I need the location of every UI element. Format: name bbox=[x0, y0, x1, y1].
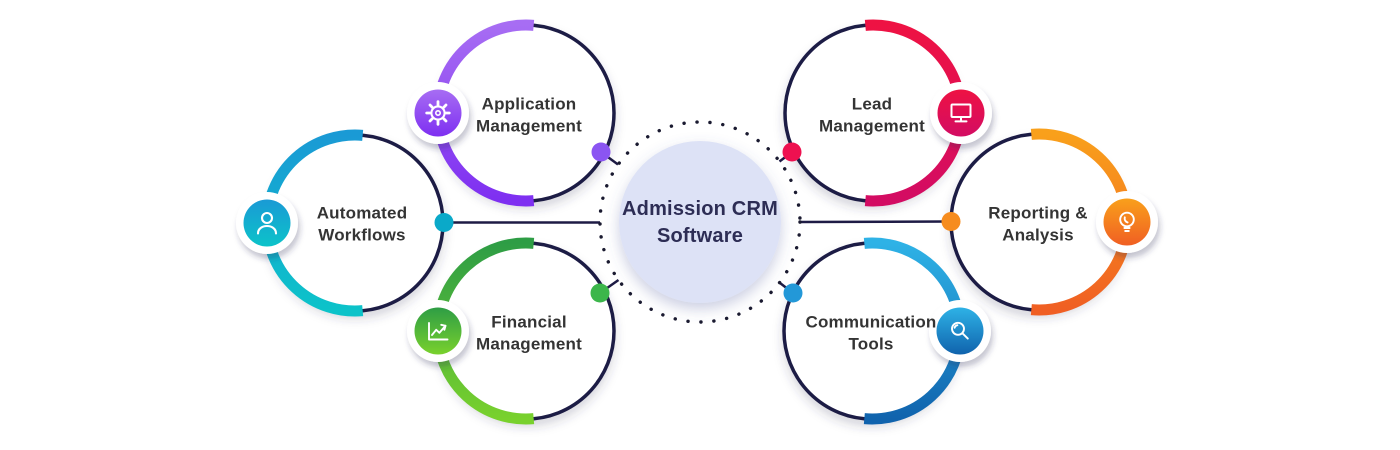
label-lead-management: Lead Management bbox=[819, 94, 925, 136]
dot-application bbox=[591, 142, 611, 162]
lightbulb-icon bbox=[1119, 211, 1135, 232]
label-automated-workflows: Automated Workflows bbox=[316, 203, 408, 245]
badge-disc bbox=[937, 89, 985, 137]
connector-reporting bbox=[799, 220, 951, 224]
label-application-management: Application Management bbox=[476, 94, 582, 136]
dot-reporting bbox=[941, 212, 961, 231]
person-icon bbox=[256, 211, 278, 235]
badge-application bbox=[407, 82, 469, 144]
label-communication-tools: Communication Tools bbox=[805, 312, 937, 354]
label-reporting-analysis: Reporting & Analysis bbox=[988, 203, 1088, 245]
center-circle bbox=[619, 141, 781, 303]
center-title: Admission CRM Software bbox=[622, 198, 778, 247]
dot-lead bbox=[782, 142, 802, 162]
gear-icon bbox=[425, 100, 451, 126]
badge-disc bbox=[414, 89, 462, 137]
center-hub bbox=[598, 120, 802, 324]
search-icon bbox=[951, 321, 969, 340]
dot-financial bbox=[590, 283, 610, 303]
line-chart-icon bbox=[428, 322, 449, 341]
badge-financial bbox=[407, 300, 469, 362]
dot-communication bbox=[783, 283, 803, 303]
badge-disc bbox=[936, 307, 984, 355]
monitor-icon bbox=[950, 103, 972, 123]
dot-automated bbox=[434, 213, 454, 232]
badge-lead bbox=[930, 82, 992, 144]
connector-dots bbox=[434, 142, 961, 303]
badge-reporting bbox=[1096, 191, 1158, 253]
badge-automated bbox=[236, 192, 298, 254]
center-dotted-ring bbox=[598, 120, 802, 324]
label-financial-management: Financial Management bbox=[476, 312, 582, 354]
badge-communication bbox=[929, 300, 991, 362]
